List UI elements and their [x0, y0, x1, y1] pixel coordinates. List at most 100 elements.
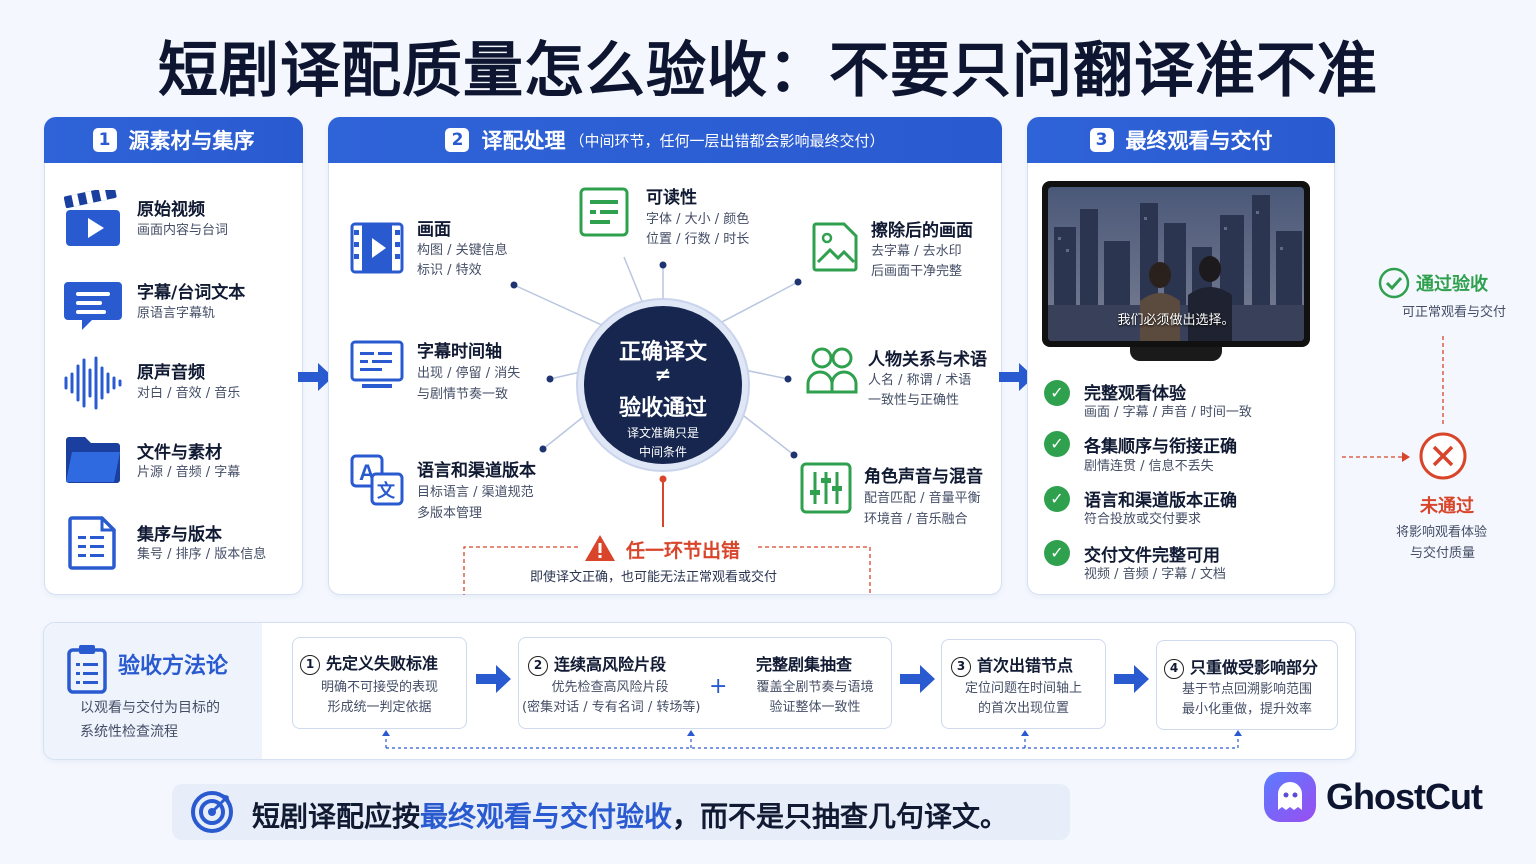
source-panel-header: 1 源素材与集序: [44, 117, 303, 163]
check-desc: 剧情连贯 / 信息不丢失: [1084, 459, 1214, 474]
item-title: 文件与素材: [137, 443, 222, 463]
tv-stand: [1130, 347, 1222, 361]
check-icon: ✓: [1044, 540, 1070, 566]
warning-icon: [584, 534, 616, 566]
text-frame-icon: [578, 186, 630, 238]
step-title-text: 先定义失败标准: [326, 654, 439, 673]
page-title: 短剧译配质量怎么验收：不要只问翻译准不准: [158, 36, 1378, 106]
hub-note-line2: 中间条件: [638, 445, 687, 459]
method-step-2: [518, 637, 892, 729]
processing-panel-title: 译配处理: [481, 129, 566, 153]
step-desc: 验证整体一致性: [769, 700, 861, 715]
film-icon: [350, 222, 404, 274]
method-step-1: [292, 637, 467, 729]
step-desc: 定位问题在时间轴上: [964, 681, 1082, 696]
item-desc: 配音匹配 / 音量平衡: [864, 491, 981, 506]
fail-desc: 将影响观看体验: [1396, 525, 1488, 540]
step-number: 2: [528, 656, 548, 676]
image-icon: [812, 222, 860, 272]
method-step-3: [941, 639, 1106, 729]
check-icon: ✓: [1044, 380, 1070, 406]
check-desc: 画面 / 字幕 / 声音 / 时间一致: [1084, 405, 1252, 420]
step-desc: (密集对话 / 专有名词 / 转场等): [522, 700, 701, 715]
check-title: 交付文件完整可用: [1084, 546, 1220, 566]
step-desc: 基于节点回溯影响范围: [1181, 682, 1312, 697]
item-title: 角色声音与混音: [864, 467, 983, 487]
flow-arrow-icon: [999, 362, 1035, 396]
target-icon: [190, 790, 234, 838]
people-icon: [806, 344, 858, 396]
step-badge: 3: [1089, 128, 1114, 152]
item-title: 原声音频: [137, 363, 205, 383]
item-title: 画面: [417, 220, 451, 240]
item-title: 原始视频: [137, 200, 205, 220]
pass-desc: 可正常观看与交付: [1402, 305, 1507, 320]
clapperboard-icon: [64, 190, 122, 248]
warning-desc: 即使译文正确，也可能无法正常观看或交付: [530, 570, 778, 585]
hub-line2: 验收通过: [618, 396, 707, 421]
warning-title: 任一环节出错: [626, 540, 741, 562]
step-title-text: 连续高风险片段: [554, 655, 667, 674]
brand-name: GhostCut: [1326, 776, 1483, 817]
screen-caption: 我们必须做出选择。: [1117, 313, 1235, 328]
item-title: 人物关系与术语: [868, 350, 987, 370]
item-desc: 片源 / 音频 / 字幕: [137, 465, 241, 480]
fail-desc: 与交付质量: [1410, 546, 1476, 561]
item-desc: 去字幕 / 去水印: [871, 244, 962, 259]
item-title: 集序与版本: [137, 525, 222, 545]
item-desc: 集号 / 排序 / 版本信息: [137, 547, 267, 562]
step-number: 3: [951, 657, 971, 677]
step-desc: 优先检查高风险片段: [551, 680, 669, 695]
step-title-text: 首次出错节点: [977, 656, 1074, 675]
step-title: 完整剧集抽查: [756, 655, 853, 674]
item-title: 字幕时间轴: [417, 342, 502, 362]
item-desc: 环境音 / 音乐融合: [864, 512, 968, 527]
source-panel: 1 源素材与集序: [44, 117, 303, 595]
processing-panel-subtitle: （中间环节，任何一层出错都会影响最终交付）: [569, 131, 885, 150]
flow-arrow-icon: [476, 664, 512, 698]
item-desc: 人名 / 称谓 / 术语: [868, 373, 972, 388]
step-desc: 明确不可接受的表现: [320, 680, 438, 695]
method-desc: 以观看与交付为目标的: [80, 700, 220, 716]
pass-icon: [1378, 267, 1410, 303]
hub-circle: 正确译文 ≠ 验收通过 译文准确只是 中间条件: [578, 300, 748, 470]
flow-arrow-icon: [298, 362, 334, 396]
summary-highlight: 最终观看与交付验收: [420, 800, 673, 833]
delivery-panel-header: 3 最终观看与交付: [1027, 117, 1335, 163]
method-step-4: [1156, 640, 1338, 730]
delivery-panel-title: 最终观看与交付: [1125, 129, 1273, 153]
step-number: 4: [1164, 659, 1184, 679]
feedback-loop: [382, 730, 1242, 749]
check-icon: ✓: [1044, 486, 1070, 512]
step-title-text: 只重做受影响部分: [1190, 658, 1319, 677]
item-title: 擦除后的画面: [871, 221, 973, 241]
mixer-icon: [800, 462, 852, 514]
document-icon: [68, 516, 118, 570]
item-desc: 出现 / 停留 / 消失: [417, 366, 521, 381]
hub-line1: 正确译文: [618, 340, 707, 365]
step-desc: 的首次出现位置: [977, 701, 1069, 716]
item-desc: 位置 / 行数 / 时长: [646, 232, 750, 247]
check-title: 完整观看体验: [1084, 384, 1186, 404]
item-desc: 画面内容与台词: [137, 223, 229, 238]
method-desc: 系统性检查流程: [80, 724, 178, 740]
outcome-connector: [1342, 336, 1444, 462]
folder-icon: [64, 434, 122, 486]
item-title: 字幕/台词文本: [137, 283, 246, 303]
fail-title: 未通过: [1420, 496, 1474, 517]
item-desc: 字体 / 大小 / 颜色: [646, 212, 750, 227]
waveform-icon: [62, 356, 124, 410]
check-icon: ✓: [1044, 431, 1070, 457]
step-desc: 最小化重做，提升效率: [1181, 702, 1312, 717]
check-title: 各集顺序与衔接正确: [1084, 437, 1237, 457]
step-title: 2 连续高风险片段: [528, 651, 666, 676]
item-desc: 与剧情节奏一致: [417, 387, 509, 402]
step-badge: 1: [92, 128, 117, 152]
translate-icon: A 文: [350, 452, 404, 506]
svg-text:文: 文: [377, 480, 396, 502]
step-title: 3 首次出错节点: [951, 652, 1073, 677]
pass-title: 通过验收: [1416, 274, 1488, 295]
item-desc: 多版本管理: [417, 506, 483, 521]
summary-text: 短剧译配应按最终观看与交付验收，而不是只抽查几句译文。: [252, 795, 1008, 835]
